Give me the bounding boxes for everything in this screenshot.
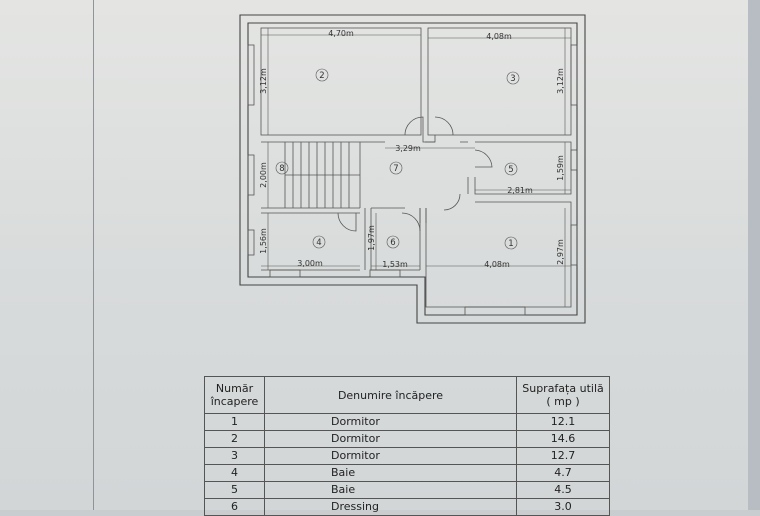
room-marker-2: 2 — [315, 68, 329, 82]
table-row: 5 Baie 4.5 — [204, 481, 610, 499]
dim-room6-width: 1,53m — [382, 260, 408, 269]
header-name: Denumire încăpere — [264, 376, 517, 414]
table-row: 6 Dressing 3.0 — [204, 498, 610, 516]
dim-room2-width: 4,70m — [328, 29, 354, 38]
rooms-table: Număr încapere Denumire încăpere Suprafa… — [204, 376, 610, 516]
windows — [247, 44, 578, 316]
room-number: 6 — [390, 238, 395, 248]
header-area: Suprafața utilă ( mp ) — [516, 376, 610, 414]
cell-area: 12.1 — [516, 413, 610, 431]
room-marker-6: 6 — [386, 235, 400, 249]
cell-number: 4 — [204, 464, 265, 482]
room-number: 4 — [316, 238, 321, 248]
room-marker-4: 4 — [312, 235, 326, 249]
room-number: 2 — [319, 71, 324, 81]
cell-number: 3 — [204, 447, 265, 465]
room-marker-8: 8 — [275, 161, 289, 175]
cell-name: Dormitor — [264, 430, 517, 448]
dim-room6-height: 1,97m — [367, 225, 376, 251]
cell-name: Baie — [264, 481, 517, 499]
dim-room1-width: 4,08m — [484, 260, 510, 269]
dim-room4-height: 1,56m — [259, 228, 268, 254]
room-name: Dormitor — [331, 432, 380, 445]
table-row: 4 Baie 4.7 — [204, 464, 610, 482]
room-number: 8 — [279, 164, 284, 174]
stairs — [284, 142, 361, 208]
room-number: 7 — [393, 164, 398, 174]
room-name: Dormitor — [331, 449, 380, 462]
cell-number: 5 — [204, 481, 265, 499]
room-number: 3 — [510, 74, 515, 84]
header-area-line1: Suprafața utilă — [522, 382, 604, 395]
table-row: 2 Dormitor 14.6 — [204, 430, 610, 448]
header-number: Număr încapere — [204, 376, 265, 414]
room-marker-5: 5 — [504, 162, 518, 176]
table-row: 1 Dormitor 12.1 — [204, 413, 610, 431]
table-row: 3 Dormitor 12.7 — [204, 447, 610, 465]
cell-number: 2 — [204, 430, 265, 448]
outer-walls — [239, 14, 586, 324]
header-number-line1: Număr — [215, 382, 254, 395]
dim-room3-width: 4,08m — [486, 32, 512, 41]
dim-hall-width: 3,29m — [395, 144, 421, 153]
door-swings — [337, 116, 493, 232]
dimension-lines — [261, 28, 571, 307]
room-name: Baie — [331, 466, 356, 479]
dim-room2-height: 3,12m — [259, 68, 268, 94]
cell-name: Dormitor — [264, 447, 517, 465]
cell-name: Dressing — [264, 498, 517, 516]
room-name: Baie — [331, 483, 356, 496]
dim-room3-height: 3,12m — [556, 68, 565, 94]
cell-number: 1 — [204, 413, 265, 431]
interior-walls — [260, 27, 572, 308]
room-name: Dressing — [331, 500, 379, 513]
cell-area: 4.7 — [516, 464, 610, 482]
header-area-line2: ( mp ) — [546, 395, 580, 408]
cell-area: 3.0 — [516, 498, 610, 516]
dim-room5-width: 2,81m — [507, 186, 533, 195]
room-marker-1: 1 — [504, 236, 518, 250]
margin-line — [93, 0, 94, 510]
cell-area: 12.7 — [516, 447, 610, 465]
dim-room5-height: 1,59m — [556, 155, 565, 181]
cell-name: Baie — [264, 464, 517, 482]
floor-plan: 4,70m 4,08m 3,12m 3,12m 3,29m 2,00m 2,81… — [239, 14, 586, 324]
cell-name: Dormitor — [264, 413, 517, 431]
room-marker-3: 3 — [506, 71, 520, 85]
page-edge — [748, 0, 760, 510]
dim-room1-height: 2,97m — [556, 239, 565, 265]
room-name: Dormitor — [331, 415, 380, 428]
dim-room8-height: 2,00m — [259, 162, 268, 188]
room-number: 5 — [508, 165, 513, 175]
header-number-line2: încapere — [210, 395, 259, 408]
dim-room4-width: 3,00m — [297, 259, 323, 268]
cell-area: 4.5 — [516, 481, 610, 499]
cell-area: 14.6 — [516, 430, 610, 448]
cell-number: 6 — [204, 498, 265, 516]
room-number: 1 — [508, 239, 513, 249]
table-header-row: Număr încapere Denumire încăpere Suprafa… — [204, 376, 610, 414]
room-marker-7: 7 — [389, 161, 403, 175]
